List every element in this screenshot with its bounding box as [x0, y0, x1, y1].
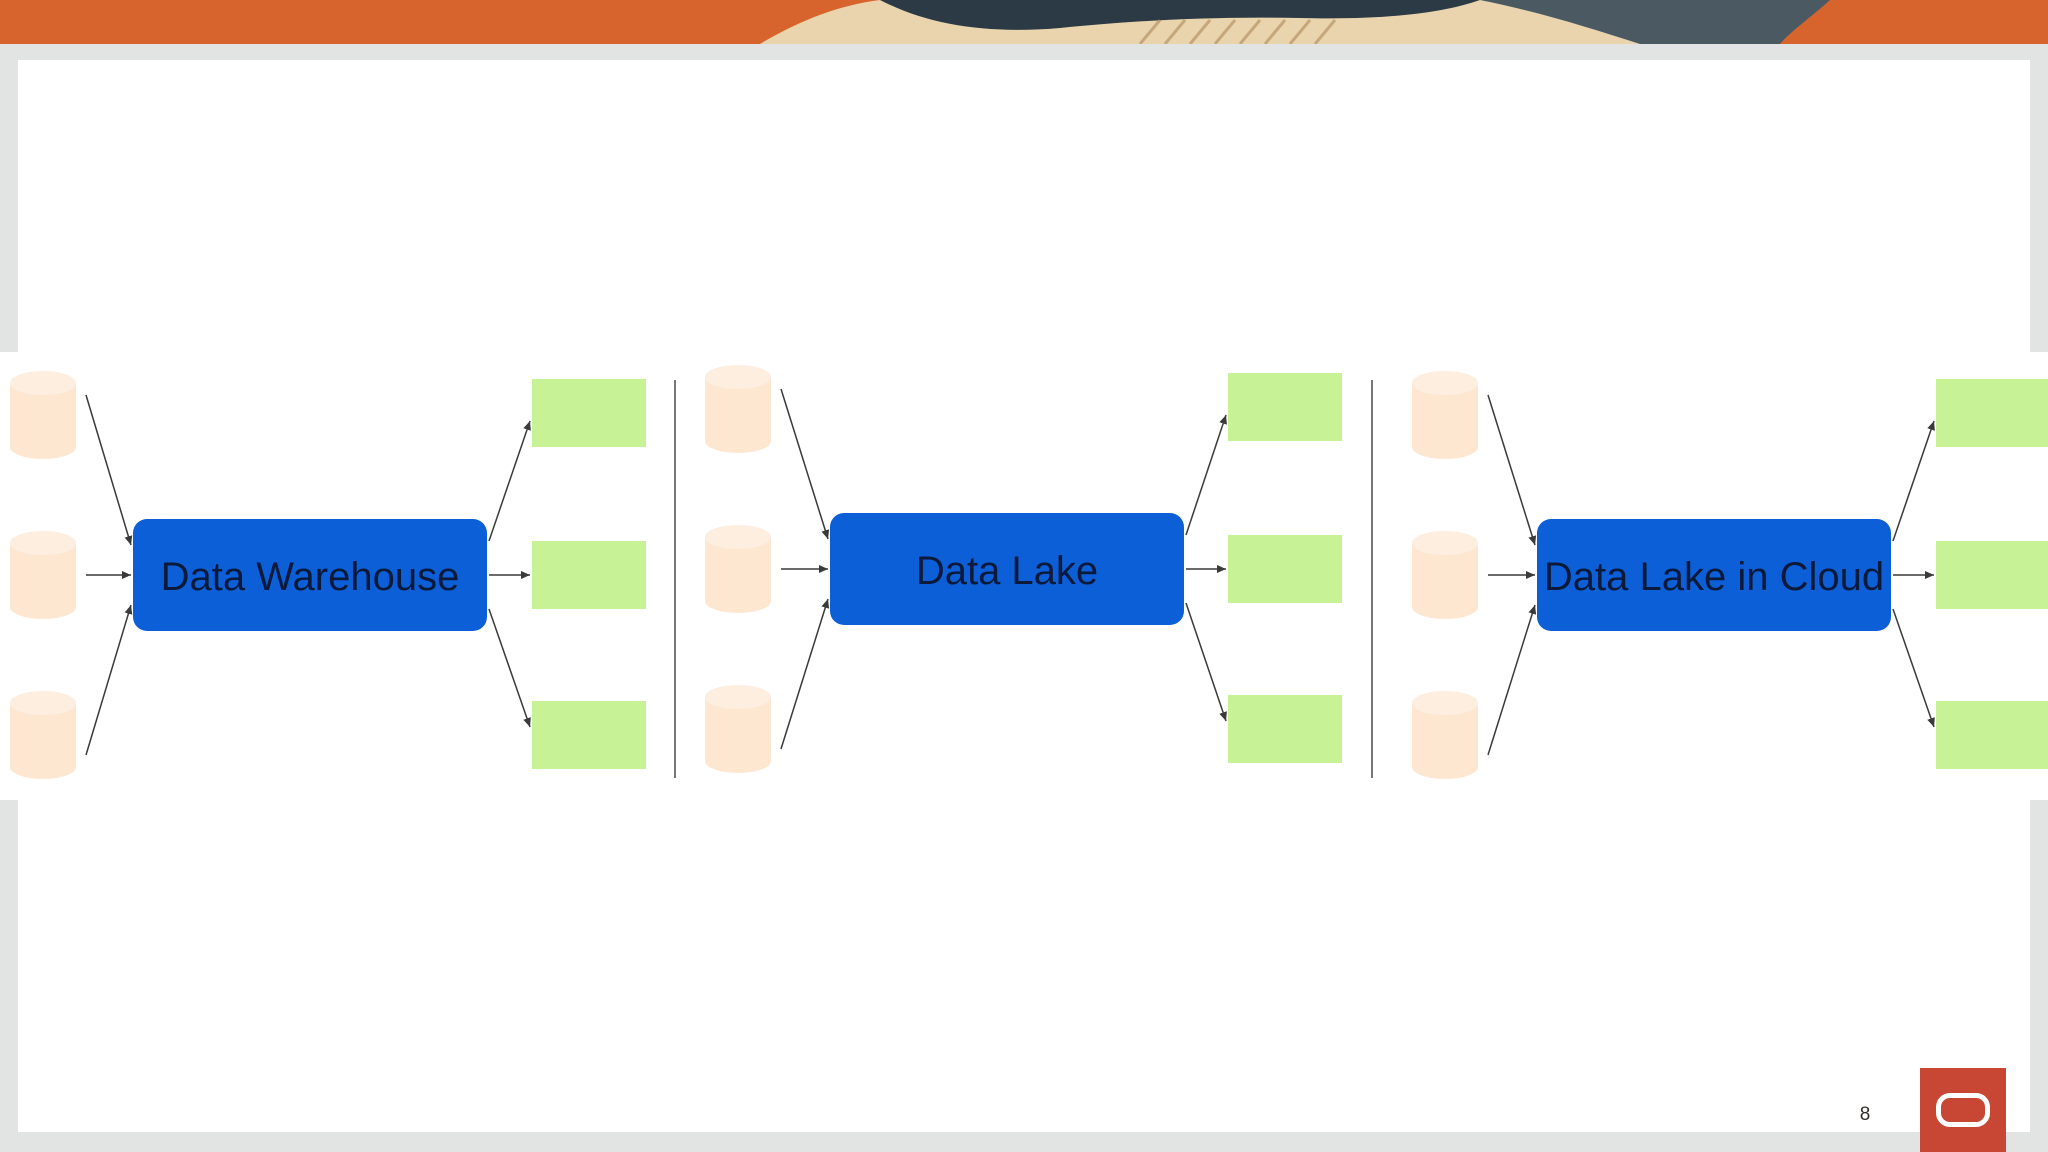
output-box: [1936, 701, 2048, 769]
output-box: [1228, 695, 1342, 763]
process-box: [1537, 519, 1891, 631]
database-cylinder-icon: [10, 371, 76, 459]
process-label: Data Lake: [916, 549, 1098, 593]
output-box: [1936, 541, 2048, 609]
connector-arrow: [85, 394, 133, 546]
database-cylinder-icon: [705, 365, 771, 453]
panel-warehouse: Data Warehouse: [10, 371, 646, 779]
database-cylinder-icon: [1412, 531, 1478, 619]
header-banner: [0, 0, 2048, 44]
connector-arrow: [85, 604, 133, 756]
output-box: [532, 541, 646, 609]
output-box: [1228, 535, 1342, 603]
connector-arrow: [488, 608, 531, 728]
database-cylinder-icon: [1412, 371, 1478, 459]
output-box: [532, 701, 646, 769]
process-label: Data Lake in Cloud: [1544, 555, 1884, 599]
panel-lake: Data Lake: [705, 365, 1342, 773]
connector-arrow: [1892, 608, 1935, 728]
database-cylinder-icon: [705, 525, 771, 613]
process-box: [830, 513, 1184, 625]
connector-arrow: [1487, 394, 1537, 546]
database-cylinder-icon: [10, 691, 76, 779]
process-label: Data Warehouse: [161, 555, 460, 599]
database-cylinder-icon: [10, 531, 76, 619]
connector-arrow: [1185, 602, 1227, 722]
process-box: [133, 519, 487, 631]
connector-arrow: [1487, 604, 1537, 756]
database-cylinder-icon: [1412, 691, 1478, 779]
output-box: [1936, 379, 2048, 447]
page-number: 8: [1859, 1104, 1871, 1125]
output-box: [1228, 373, 1342, 441]
oracle-logo-icon: [1920, 1068, 2006, 1152]
panel-lake-cloud: Data Lake in Cloud: [1412, 371, 2048, 779]
connector-arrow: [1185, 414, 1227, 536]
database-cylinder-icon: [705, 685, 771, 773]
connector-arrow: [780, 388, 830, 540]
connector-arrow: [1892, 420, 1935, 542]
connector-arrow: [780, 598, 830, 750]
output-box: [532, 379, 646, 447]
connector-arrow: [488, 420, 531, 542]
